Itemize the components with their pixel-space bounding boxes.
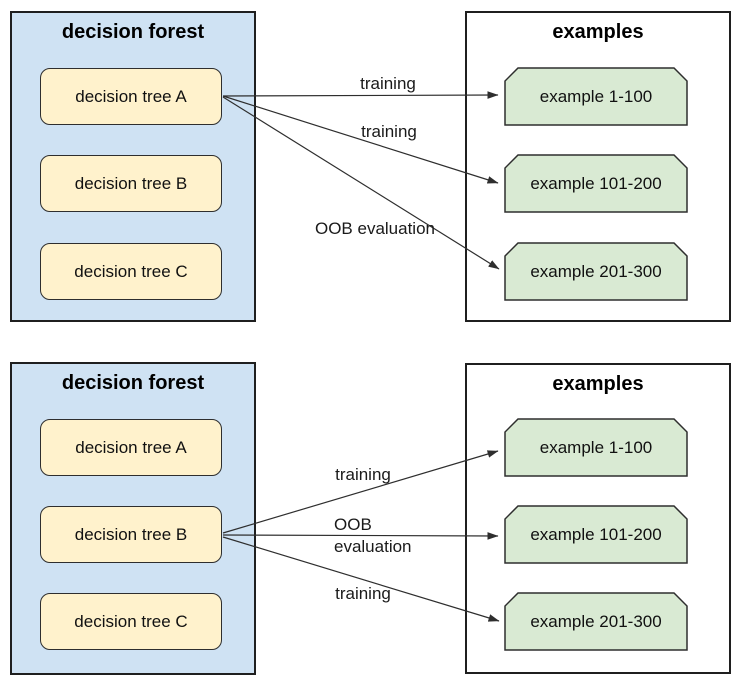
arrow-oob-evaluation-to-example-201-300-top: [222, 96, 500, 270]
decision-tree-a-node-top: decision tree A: [40, 68, 222, 125]
example-1-100-label-bottom: example 1-100: [539, 437, 653, 457]
example-1-100-shape-bottom: [504, 418, 688, 477]
decision-tree-b-node-top: decision tree B: [40, 155, 222, 212]
example-101-200-label-bottom: example 101-200: [530, 524, 662, 544]
examples-title-top: examples: [552, 21, 644, 43]
arrow-label-training-2-bottom: training: [335, 584, 391, 603]
decision-tree-c-node-bottom: decision tree C: [40, 593, 222, 650]
arrow-label-oob-evaluation-top: OOB evaluation: [314, 219, 435, 238]
decision-tree-a-node-bottom: decision tree A: [40, 419, 222, 476]
arrow-training-to-example-101-200-top: [222, 95, 499, 184]
arrow-training-to-example-201-300-bottom: [222, 536, 500, 622]
decision-tree-c-node-top: decision tree C: [40, 243, 222, 300]
arrow-label-training-1-top: training: [360, 74, 416, 93]
example-101-200-shape-top: [504, 154, 688, 213]
decision-forest-title-top: decision forest: [61, 21, 205, 43]
arrow-label-training-1-bottom: training: [335, 465, 391, 484]
example-1-100-shape-top: [504, 67, 688, 126]
arrow-oob-evaluation-to-example-101-200-bottom: [222, 532, 499, 540]
examples-title-bottom: examples: [552, 373, 644, 395]
example-201-300-shape-bottom: [504, 592, 688, 651]
decision-forest-title-bottom: decision forest: [61, 372, 205, 394]
arrow-label-oob-evaluation-bottom: OOB evaluation: [334, 515, 412, 556]
example-201-300-label-top: example 201-300: [530, 261, 662, 281]
decision-tree-b-node-bottom: decision tree B: [40, 506, 222, 563]
arrow-training-to-example-1-100-bottom: [222, 450, 499, 534]
example-1-100-label-top: example 1-100: [539, 86, 653, 106]
arrow-training-to-example-1-100-top: [222, 91, 499, 99]
example-101-200-label-top: example 101-200: [530, 173, 662, 193]
example-201-300-shape-top: [504, 242, 688, 301]
example-201-300-label-bottom: example 201-300: [530, 611, 662, 631]
arrow-label-training-2-top: training: [361, 122, 417, 141]
example-101-200-shape-bottom: [504, 505, 688, 564]
